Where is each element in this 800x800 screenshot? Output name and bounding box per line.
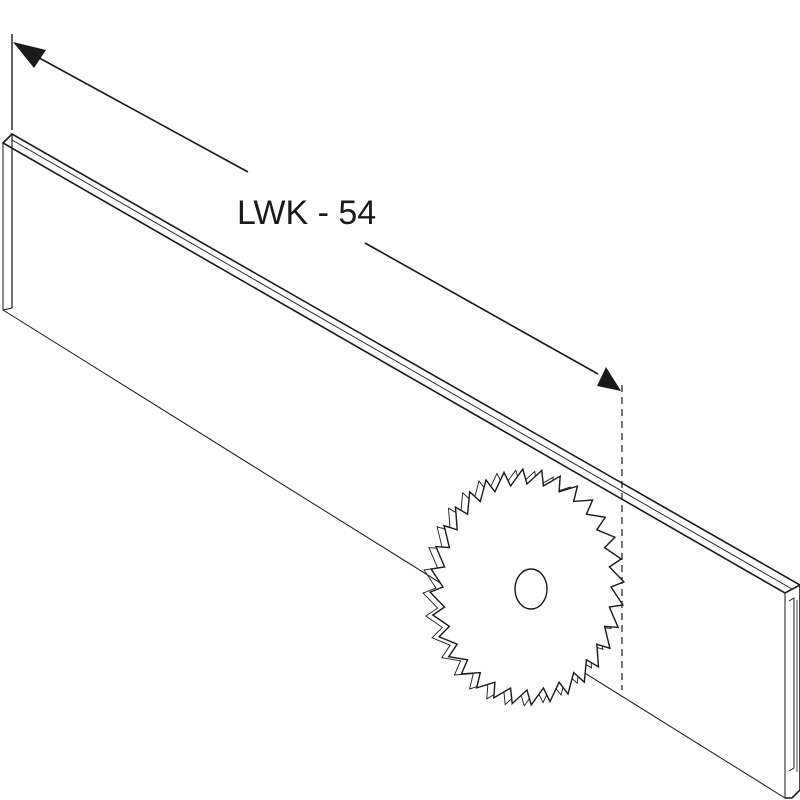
saw-blade <box>422 467 626 707</box>
panel-left-bottom-line <box>2 307 13 311</box>
panel-right-end-profile <box>785 585 800 799</box>
dimension-arrow-right-icon <box>597 367 621 391</box>
panel-front-face <box>2 142 786 799</box>
dimension-line-left-segment <box>31 53 249 173</box>
panel-top-edge-inner-line <box>11 139 793 590</box>
dimension-label: LWK - 54 <box>237 194 376 232</box>
panel <box>1 133 800 799</box>
saw-blade-arbor-hole <box>514 568 548 610</box>
panel-top-edge <box>1 133 800 594</box>
dimension-lines <box>11 34 623 690</box>
panel-right-groove <box>788 597 795 772</box>
dimension-arrow-left-icon <box>13 42 46 68</box>
dimension-line-right-segment <box>364 242 599 375</box>
